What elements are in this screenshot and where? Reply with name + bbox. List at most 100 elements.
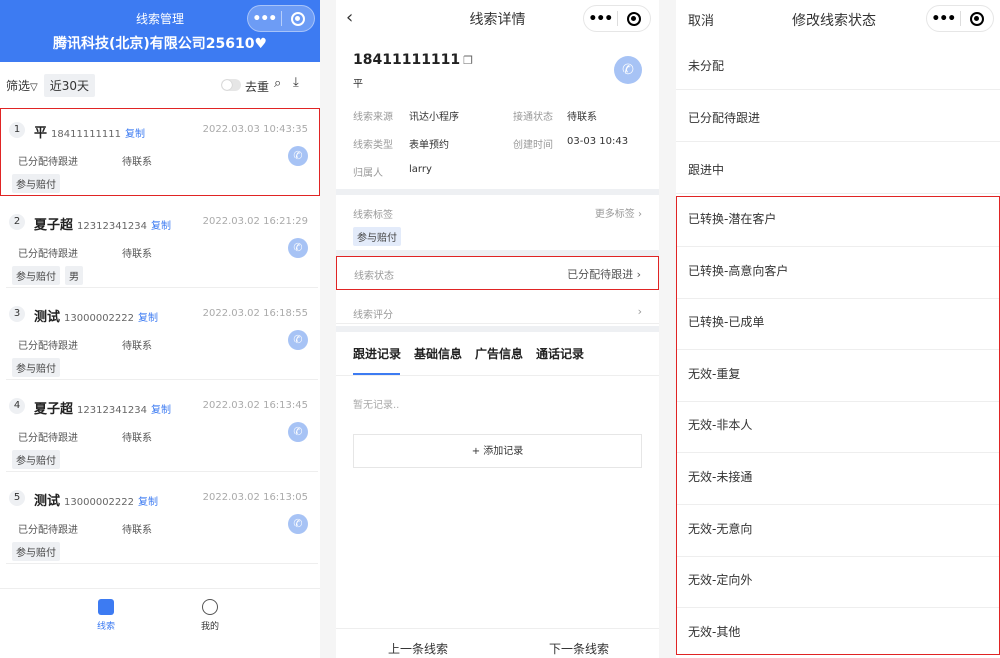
lead-card-partial (6, 568, 318, 588)
status-option[interactable]: 已转换-潜在客户 (688, 212, 777, 226)
chevron-down-icon: ♥ (254, 36, 268, 52)
more-icon[interactable]: ••• (252, 10, 277, 27)
status-option[interactable]: 无效-未接通 (688, 470, 753, 484)
phone-icon[interactable]: ✆ (614, 56, 642, 84)
dedup-toggle[interactable] (221, 79, 241, 91)
close-miniprogram-icon[interactable] (618, 11, 651, 26)
status-option[interactable]: 未分配 (688, 59, 725, 73)
lead-phone: 18411111111 (51, 129, 122, 140)
field-value: larry (409, 164, 432, 175)
panel-gap (320, 0, 336, 658)
phone-icon[interactable]: ✆ (288, 514, 308, 534)
status-option[interactable]: 已分配待跟进 (688, 111, 761, 125)
next-lead-button[interactable]: 下一条线索 (549, 642, 610, 656)
phone-icon[interactable]: ✆ (288, 238, 308, 258)
tab-ads[interactable]: 广告信息 (475, 347, 524, 361)
card-index: 3 (9, 306, 25, 322)
company-selector[interactable]: 腾讯科技(北京)有限公司25610♥ (0, 33, 320, 53)
copy-link[interactable]: 复制 (138, 497, 159, 508)
add-record-button[interactable]: + 添加记录 (353, 434, 642, 468)
field-label: 线索来源 (353, 112, 393, 123)
tab-followup[interactable]: 跟进记录 (353, 347, 402, 361)
lead-tag: 参与赔付 (12, 358, 60, 377)
lead-name: 平 (34, 126, 48, 141)
lead-phone: 12312341234 (77, 221, 148, 232)
score-row[interactable]: 线索评分 › (336, 290, 659, 324)
created-time: 2022.03.02 16:13:45 (202, 400, 308, 411)
created-time: 2022.03.02 16:18:55 (202, 308, 308, 319)
more-tags-link[interactable]: 更多标签 › (594, 209, 642, 220)
close-miniprogram-icon[interactable] (282, 11, 315, 26)
status-option[interactable]: 跟进中 (688, 163, 725, 177)
copy-link[interactable]: 复制 (151, 405, 172, 416)
phone-icon[interactable]: ✆ (288, 146, 308, 166)
status-option[interactable]: 无效-非本人 (688, 418, 753, 433)
tab-bar: 线索 我的 (0, 588, 320, 658)
phone-icon[interactable]: ✆ (288, 422, 308, 442)
copy-link[interactable]: 复制 (138, 313, 159, 324)
lead-name: 夏子超 (34, 218, 74, 233)
copy-link[interactable]: 复制 (125, 129, 146, 140)
lead-list-screen: 线索管理 腾讯科技(北京)有限公司25610♥ ••• 筛选▽ 近30天 去重 … (0, 0, 320, 658)
back-icon[interactable]: ‹ (346, 7, 354, 28)
copy-link[interactable]: 复制 (151, 221, 172, 232)
status-option[interactable]: 无效-定向外 (688, 573, 753, 588)
card-index: 5 (9, 490, 25, 506)
more-icon[interactable]: ••• (588, 10, 613, 27)
empty-text: 暂无记录.. (353, 400, 400, 411)
tab-calls[interactable]: 通话记录 (536, 347, 585, 361)
filter-button[interactable]: 筛选▽ (6, 78, 38, 93)
status-value: 已分配待跟进 › (567, 268, 641, 281)
contact-status: 待联系 (122, 249, 152, 260)
download-icon[interactable]: ⤓ (293, 75, 299, 90)
user-icon (202, 599, 218, 615)
close-miniprogram-icon[interactable] (961, 11, 994, 26)
created-time: 2022.03.03 10:43:35 (202, 124, 308, 135)
tab-leads[interactable]: 线索 (86, 597, 126, 632)
lead-name: 夏子超 (34, 402, 74, 417)
lead-phone: 13000002222 (64, 313, 135, 324)
tags-label: 线索标签 (353, 210, 393, 221)
search-icon[interactable]: ⌕ (274, 76, 282, 91)
tab-mine[interactable]: 我的 (190, 597, 230, 632)
field-value: 讯达小程序 (409, 112, 459, 123)
contact-status: 待联系 (122, 433, 152, 444)
miniprogram-capsule: ••• (247, 5, 315, 32)
status-option[interactable]: 已转换-高意向客户 (688, 263, 789, 278)
status-option[interactable]: 无效-无意向 (688, 521, 753, 536)
tab-basic[interactable]: 基础信息 (414, 347, 463, 361)
divider (676, 400, 1000, 402)
list-icon (98, 599, 114, 615)
status-option[interactable]: 无效-其他 (688, 624, 741, 639)
card-index: 4 (9, 398, 25, 414)
lead-tag: 参与赔付 (12, 266, 60, 285)
divider (676, 141, 1000, 142)
company-name: 腾讯科技(北京)有限公司25610 (52, 36, 255, 52)
page-title: 线索管理 (135, 12, 184, 26)
prev-lead-button[interactable]: 上一条线索 (388, 642, 449, 656)
field-label: 归属人 (353, 168, 383, 179)
lead-tag: 参与赔付 (12, 450, 60, 469)
phone-icon[interactable]: ✆ (288, 330, 308, 350)
date-range-chip[interactable]: 近30天 (43, 73, 95, 97)
contact-status: 待联系 (122, 525, 152, 536)
lead-status: 已分配待跟进 (18, 341, 78, 352)
status-option[interactable]: 无效-重复 (688, 366, 741, 381)
lead-tag: 参与赔付 (12, 174, 60, 193)
cancel-button[interactable]: 取消 (688, 14, 715, 29)
lead-tag: 参与赔付 (12, 542, 60, 561)
miniprogram-capsule: ••• (583, 5, 651, 32)
status-row[interactable]: 线索状态 已分配待跟进 › (336, 256, 659, 290)
divider (676, 607, 1000, 609)
more-icon[interactable]: ••• (931, 10, 956, 27)
miniprogram-capsule: ••• (926, 5, 994, 32)
copy-icon[interactable]: ❐ (463, 54, 474, 67)
contact-status: 待联系 (122, 157, 152, 168)
status-option[interactable]: 已转换-已成单 (688, 315, 765, 330)
page-title: 线索详情 (469, 12, 526, 28)
field-value: 03-03 10:43 (567, 136, 629, 147)
